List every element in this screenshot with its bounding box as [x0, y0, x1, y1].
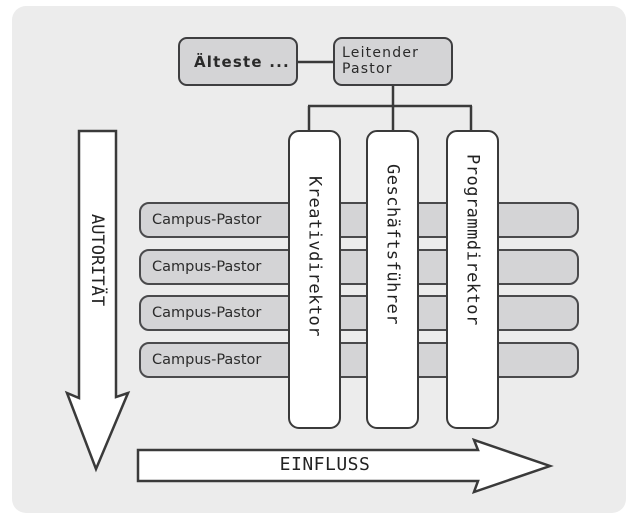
- director-label: Programmdirektor: [462, 154, 483, 326]
- authority-arrow: [64, 129, 131, 473]
- campus-row: Campus-Pastor: [139, 342, 579, 378]
- campus-row-label: Campus-Pastor: [152, 305, 262, 321]
- director-label: Geschäftsführer: [382, 164, 403, 326]
- campus-row-label: Campus-Pastor: [152, 352, 262, 368]
- campus-row: Campus-Pastor: [139, 202, 579, 238]
- director-column-programm: Programmdirektor: [446, 130, 499, 429]
- lead-pastor-node: Leitender Pastor: [333, 37, 453, 86]
- campus-row-label: Campus-Pastor: [152, 259, 262, 275]
- campus-row: Campus-Pastor: [139, 249, 579, 285]
- elders-label: Älteste ...: [194, 52, 290, 71]
- influence-arrow-label: EINFLUSS: [279, 454, 371, 475]
- influence-arrow: [136, 437, 554, 495]
- director-column-geschaeftsfuehrer: Geschäftsführer: [366, 130, 419, 429]
- lead-pastor-label-line1: Leitender: [342, 45, 420, 61]
- elders-node: Älteste ...: [178, 37, 298, 86]
- campus-row-label: Campus-Pastor: [152, 212, 262, 228]
- authority-arrow-label: AUTORITÄT: [87, 214, 107, 307]
- director-column-kreativ: Kreativdirektor: [288, 130, 341, 429]
- director-label: Kreativdirektor: [304, 176, 325, 338]
- lead-pastor-label-line2: Pastor: [342, 61, 393, 77]
- campus-row: Campus-Pastor: [139, 295, 579, 331]
